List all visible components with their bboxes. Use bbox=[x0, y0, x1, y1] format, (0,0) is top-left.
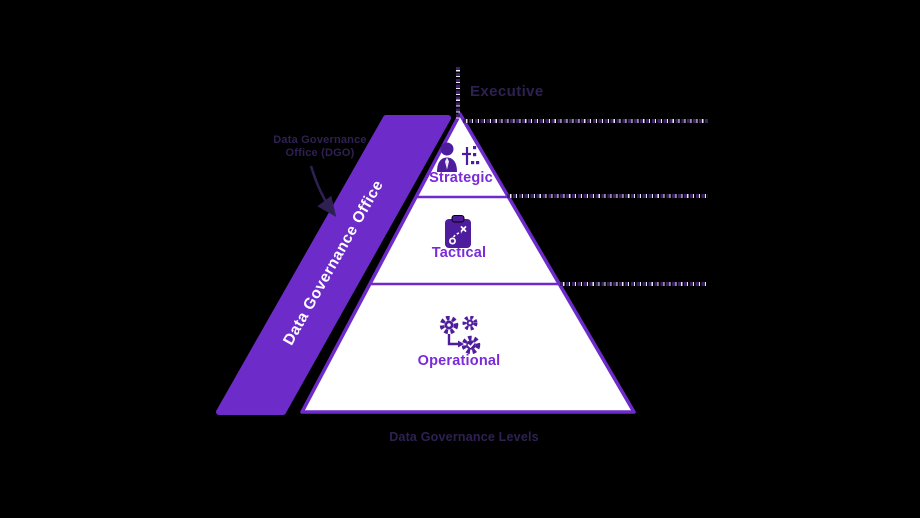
dgo-callout-line1: Data Governance bbox=[273, 134, 367, 146]
tactical-leader-line bbox=[507, 194, 708, 198]
executive-label: Executive bbox=[470, 83, 544, 100]
callout-arrow bbox=[309, 165, 337, 218]
level-label-tactical: Tactical bbox=[431, 245, 487, 261]
person-checklist-icon bbox=[437, 142, 480, 172]
dgo-callout-line2: Office (DGO) bbox=[285, 147, 355, 159]
dgo-band bbox=[216, 115, 451, 415]
strategic-leader-line bbox=[463, 119, 708, 123]
gears-workflow-icon bbox=[439, 316, 481, 355]
level-label-operational: Operational bbox=[417, 353, 501, 369]
operational-leader-line bbox=[560, 282, 706, 286]
dgo-callout: Data Governance Office (DGO) bbox=[248, 134, 392, 160]
pyramid bbox=[300, 112, 636, 414]
executive-leader-line bbox=[456, 67, 460, 119]
diagram-caption: Data Governance Levels bbox=[389, 430, 539, 444]
level-label-strategic: Strategic bbox=[429, 170, 493, 186]
clipboard-tactics-icon bbox=[445, 215, 471, 248]
